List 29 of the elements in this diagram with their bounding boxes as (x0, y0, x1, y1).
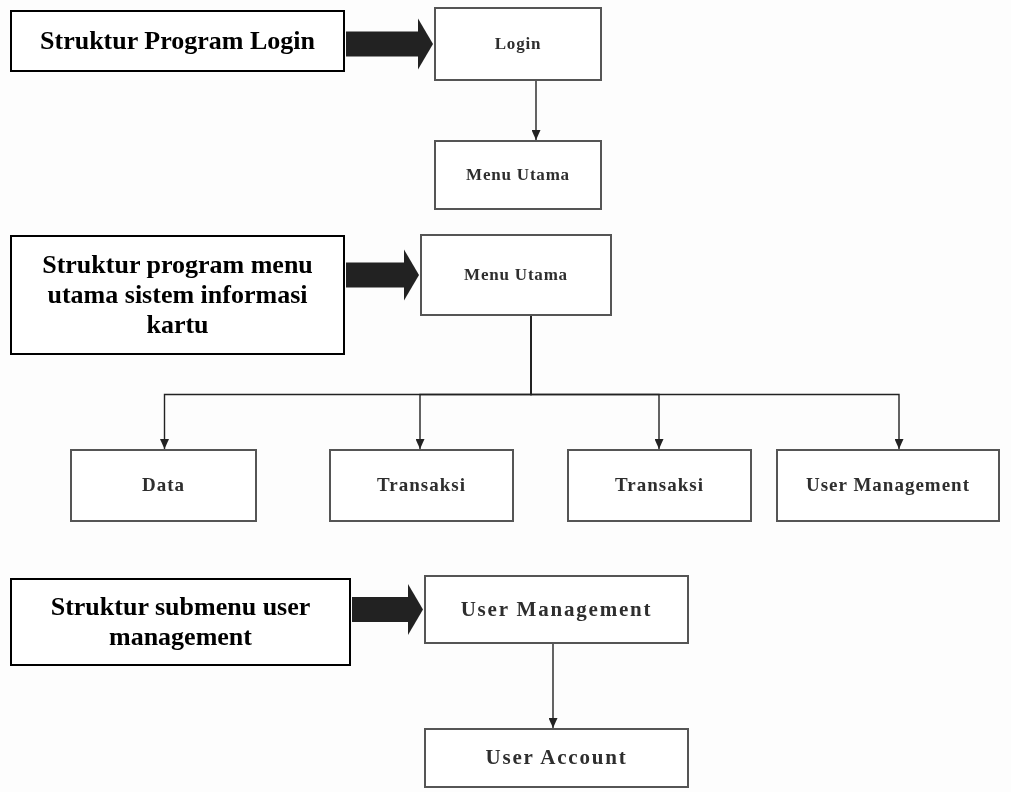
program-module-box (424, 575, 689, 644)
program-module-box (434, 7, 602, 81)
structure-heading-box (10, 578, 351, 666)
block-arrow (352, 584, 423, 635)
module-label: User Account (485, 745, 628, 771)
module-label: Data (141, 474, 186, 497)
structure-heading-box (10, 235, 345, 355)
structure-heading-text: Struktur program menu utama sistem informasi kartu (41, 250, 314, 340)
program-module-box (776, 449, 1000, 522)
block-arrow (346, 18, 433, 70)
program-module-box (70, 449, 257, 522)
arrow (548, 643, 558, 729)
module-label: Transaksi (377, 474, 466, 497)
module-label: Menu Utama (466, 164, 570, 186)
program-module-box (434, 140, 602, 210)
module-label: Transaksi (615, 474, 704, 497)
module-label: Login (494, 33, 542, 55)
block-arrow (346, 249, 419, 301)
module-label: User Management (806, 474, 970, 497)
structure-heading-box (10, 10, 345, 72)
program-module-box (567, 449, 752, 522)
arrow (531, 80, 541, 141)
structure-heading-text: Struktur submenu user management (49, 592, 312, 652)
module-label: User Management (460, 596, 653, 623)
structure-heading-text: Struktur Program Login (40, 26, 315, 56)
program-module-box (424, 728, 689, 788)
module-label: Menu Utama (464, 264, 568, 286)
program-module-box (329, 449, 514, 522)
program-module-box (420, 234, 612, 316)
